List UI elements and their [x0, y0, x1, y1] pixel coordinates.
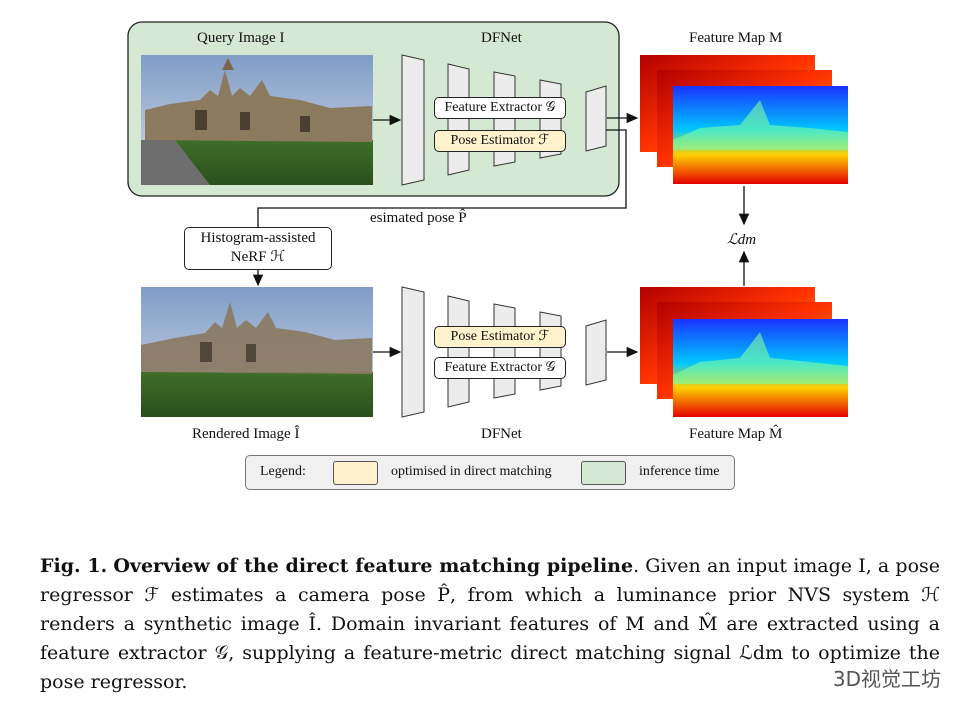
dfnet-top-label: DFNet [481, 30, 522, 46]
decoder-layer-top [585, 85, 607, 152]
legend-swatch-inference [581, 461, 626, 485]
watermark: 3D视觉工坊 [832, 667, 941, 691]
feature-extractor-top-box: Feature Extractor 𝒢 [434, 97, 566, 119]
encoder-layer-2-top [447, 63, 470, 176]
pipeline-diagram [127, 21, 848, 418]
caption-text: . Given an input image I, a pose regress… [40, 555, 941, 693]
loss-label: ℒdm [727, 232, 757, 248]
caption-fig-label: Fig. 1. [40, 555, 108, 577]
feature-map-top [640, 55, 848, 184]
legend-swatch-optimised [333, 461, 378, 485]
rendered-image [141, 287, 373, 417]
estimated-pose-connector [257, 129, 627, 228]
feature-map-bottom-label: Feature Map M̂ [689, 426, 783, 442]
caption-title: Overview of the direct feature matching … [113, 555, 634, 577]
histogram-nerf-line1: Histogram-assisted [200, 230, 316, 246]
pose-estimator-bottom-box: Pose Estimator ℱ [434, 326, 566, 348]
histogram-nerf-line2: NeRF ℋ [230, 249, 286, 265]
dfnet-bottom-label: DFNet [481, 426, 522, 442]
encoder-layer-2-bottom [447, 295, 470, 408]
rendered-image-label: Rendered Image Î [192, 426, 300, 442]
histogram-nerf-box: Histogram-assisted NeRF ℋ [184, 227, 332, 270]
legend-label-optimised: optimised in direct matching [391, 464, 552, 479]
pose-estimator-top-box: Pose Estimator ℱ [434, 130, 566, 152]
decoder-layer-bottom [585, 319, 607, 386]
feature-map-bottom [640, 287, 848, 417]
encoder-layer-3-bottom [493, 303, 516, 399]
query-image [141, 55, 373, 185]
legend-label-inference: inference time [639, 464, 720, 479]
legend: Legend: optimised in direct matching inf… [245, 455, 735, 490]
figure-caption: Fig. 1. Overview of the direct feature m… [40, 552, 940, 697]
estimated-pose-label: esimated pose P̂ [370, 210, 467, 226]
query-image-label: Query Image I [197, 30, 285, 46]
encoder-layer-1-bottom [401, 286, 425, 418]
feature-extractor-bottom-box: Feature Extractor 𝒢 [434, 357, 566, 379]
encoder-layer-1-top [401, 54, 425, 186]
feature-map-top-label: Feature Map M [689, 30, 783, 46]
legend-title: Legend: [260, 464, 306, 479]
